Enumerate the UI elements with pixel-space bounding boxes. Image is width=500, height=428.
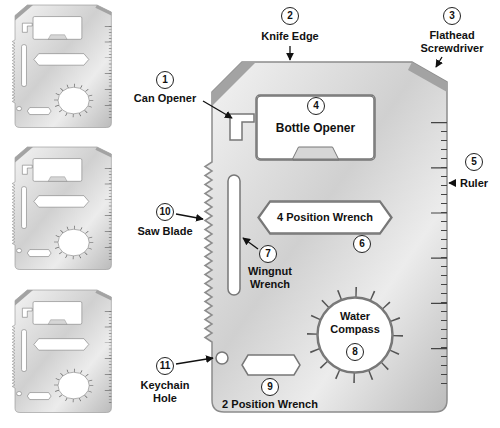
callout-number: 1 bbox=[156, 71, 174, 89]
callout-number: 11 bbox=[156, 357, 174, 375]
part-label: Can Opener bbox=[134, 92, 196, 105]
part-label: 2 Position Wrench bbox=[222, 398, 318, 411]
callout-number: 8 bbox=[346, 343, 364, 361]
wrench-cutout: 4 Position Wrench bbox=[258, 201, 392, 234]
part-name: Water Compass bbox=[324, 310, 386, 336]
thumbnail-card bbox=[12, 147, 111, 270]
callout-number: 7 bbox=[259, 245, 277, 263]
callout-number: 2 bbox=[281, 7, 299, 25]
callout-number: 3 bbox=[443, 7, 461, 25]
part-label: Ruler bbox=[460, 177, 488, 190]
part-name: Bottle Opener bbox=[276, 121, 355, 135]
main-card bbox=[205, 62, 447, 412]
part-label: Saw Blade bbox=[137, 225, 192, 238]
part-name: 4 Position Wrench bbox=[277, 211, 373, 224]
callout-number: 9 bbox=[261, 378, 279, 396]
compass-circle: Water Compass bbox=[317, 297, 393, 373]
thumbnail-card bbox=[12, 5, 111, 128]
callout-number: 6 bbox=[353, 235, 371, 253]
thumbnail-card bbox=[12, 290, 111, 413]
callout-number: 10 bbox=[156, 203, 174, 221]
part-label: Knife Edge bbox=[261, 30, 318, 43]
leader-lines bbox=[176, 46, 456, 364]
callout-number: 4 bbox=[307, 97, 325, 115]
part-label: Keychain Hole bbox=[134, 379, 196, 405]
callout-number: 5 bbox=[465, 153, 483, 171]
part-label: Flathead Screwdriver bbox=[414, 29, 490, 55]
part-label: Wingnut Wrench bbox=[239, 265, 301, 291]
